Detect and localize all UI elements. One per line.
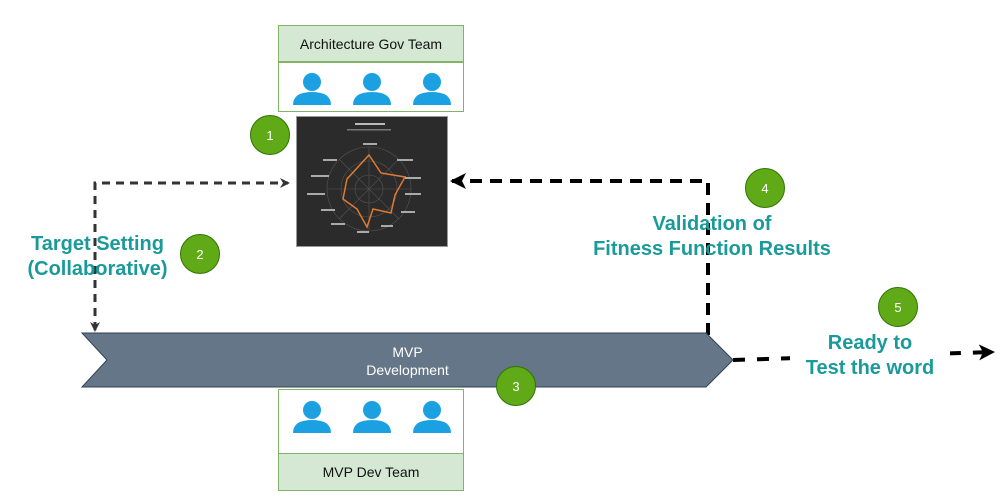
dev-team-label-text: MVP Dev Team — [322, 464, 420, 480]
validation-line1: Validation of — [652, 213, 772, 235]
validation-connector — [450, 173, 710, 335]
target-setting-label: Target Setting (Collaborative) — [10, 232, 185, 282]
step-2-number: 2 — [196, 246, 204, 262]
step-4-number: 4 — [761, 180, 769, 196]
step-5-number: 5 — [894, 299, 902, 315]
ready-line2: Test the word — [805, 357, 935, 379]
dev-team-members — [278, 389, 464, 454]
step-1-number: 1 — [266, 127, 274, 143]
person-icon — [353, 73, 391, 105]
arch-team-label-text: Architecture Gov Team — [299, 35, 443, 52]
person-icon — [293, 73, 331, 105]
validation-line2: Fitness Function Results — [593, 238, 831, 260]
mvp-line1: MVP — [392, 344, 423, 360]
radar-chart-thumbnail — [296, 116, 448, 247]
mvp-development-label: MVP Development — [330, 343, 485, 379]
target-setting-line1: Target Setting — [31, 233, 164, 255]
step-5-badge: 5 — [878, 287, 918, 327]
validation-label: Validation of Fitness Function Results — [570, 212, 854, 262]
ready-label: Ready to Test the word — [790, 331, 950, 381]
arch-team-label: Architecture Gov Team — [278, 25, 464, 62]
person-icon — [353, 401, 391, 433]
dev-team-label: MVP Dev Team — [278, 453, 464, 491]
mvp-development-arrow — [80, 332, 734, 388]
arch-team-members — [278, 62, 464, 112]
step-4-badge: 4 — [745, 168, 785, 208]
target-setting-line2: (Collaborative) — [27, 258, 168, 280]
step-3-badge: 3 — [496, 366, 536, 406]
step-2-badge: 2 — [180, 234, 220, 274]
ready-line1: Ready to — [827, 332, 913, 354]
person-icon — [413, 401, 451, 433]
step-3-number: 3 — [512, 378, 520, 394]
person-icon — [293, 401, 331, 433]
step-1-badge: 1 — [250, 115, 290, 155]
person-icon — [413, 73, 451, 105]
mvp-line2: Development — [366, 362, 449, 378]
